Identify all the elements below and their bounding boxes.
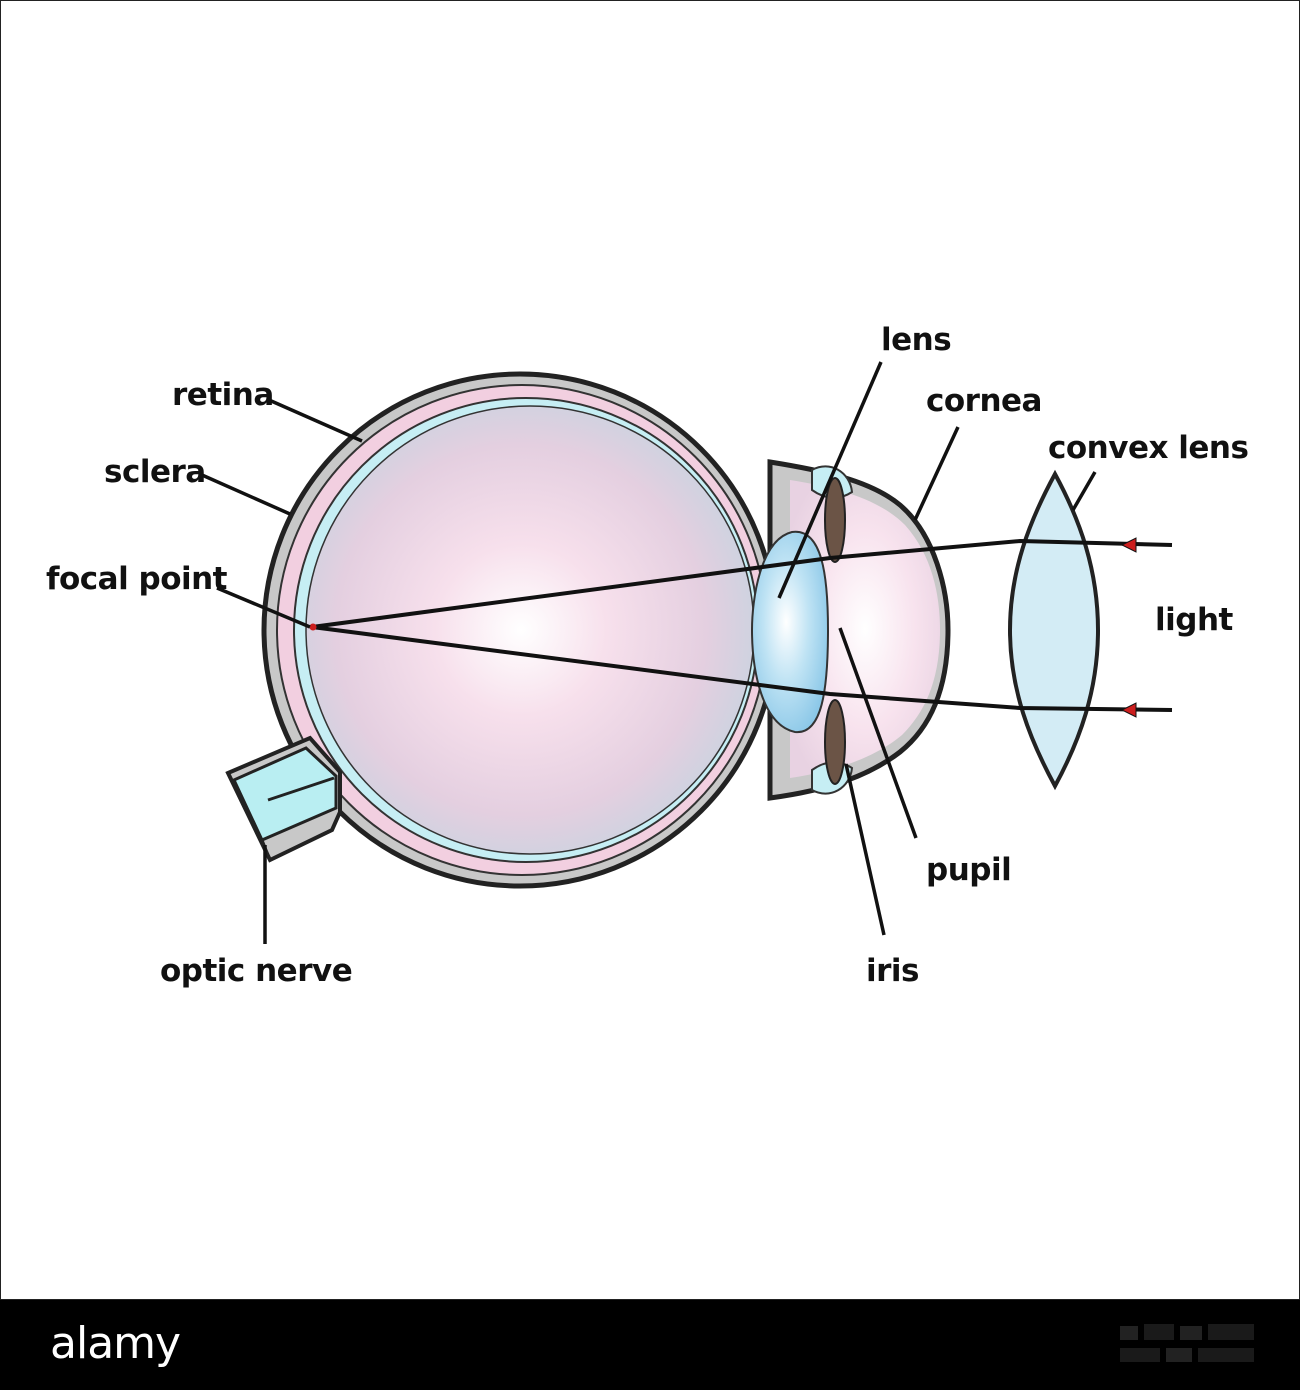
sclera-leader: [201, 473, 291, 516]
arrow-icon: [1120, 537, 1137, 553]
arrow-icon: [1120, 702, 1137, 718]
label-sclera: sclera: [104, 454, 206, 490]
label-light: light: [1155, 602, 1234, 638]
convex-lens: [1007, 469, 1101, 791]
convex-lens-leader: [1071, 471, 1097, 511]
cornea-leader: [913, 426, 960, 521]
crystalline-lens: [750, 530, 830, 734]
iris-leader: [844, 763, 886, 936]
label-iris: iris: [866, 953, 919, 989]
vitreous-body: [305, 405, 755, 855]
light-ray-top: [311, 538, 1173, 629]
lens-leader: [777, 361, 883, 599]
image-code-graphic: [1120, 1324, 1254, 1362]
label-focal-point: focal point: [46, 561, 228, 597]
focal-point-marker: [309, 623, 317, 631]
iris-bottom: [824, 699, 846, 785]
retina-leader: [268, 398, 363, 443]
leader-lines: [201, 361, 1097, 944]
eye-anatomy-diagram: lens cornea convex lens retina sclera fo…: [0, 0, 1300, 1300]
optic-nerve: [225, 735, 342, 863]
footer-brand-logo: alamy: [50, 1318, 181, 1369]
light-ray-bottom: [311, 625, 1173, 712]
label-lens: lens: [881, 322, 951, 358]
label-cornea: cornea: [926, 383, 1042, 419]
iris-top: [824, 477, 846, 563]
focal-point-leader: [216, 586, 311, 629]
watermark-footer: alamy: [0, 1300, 1300, 1390]
light-rays: [311, 538, 1173, 712]
pupil-leader: [838, 627, 918, 839]
label-retina: retina: [172, 377, 274, 413]
label-pupil: pupil: [926, 852, 1011, 888]
label-optic-nerve: optic nerve: [160, 953, 352, 989]
label-convex-lens: convex lens: [1048, 430, 1248, 466]
